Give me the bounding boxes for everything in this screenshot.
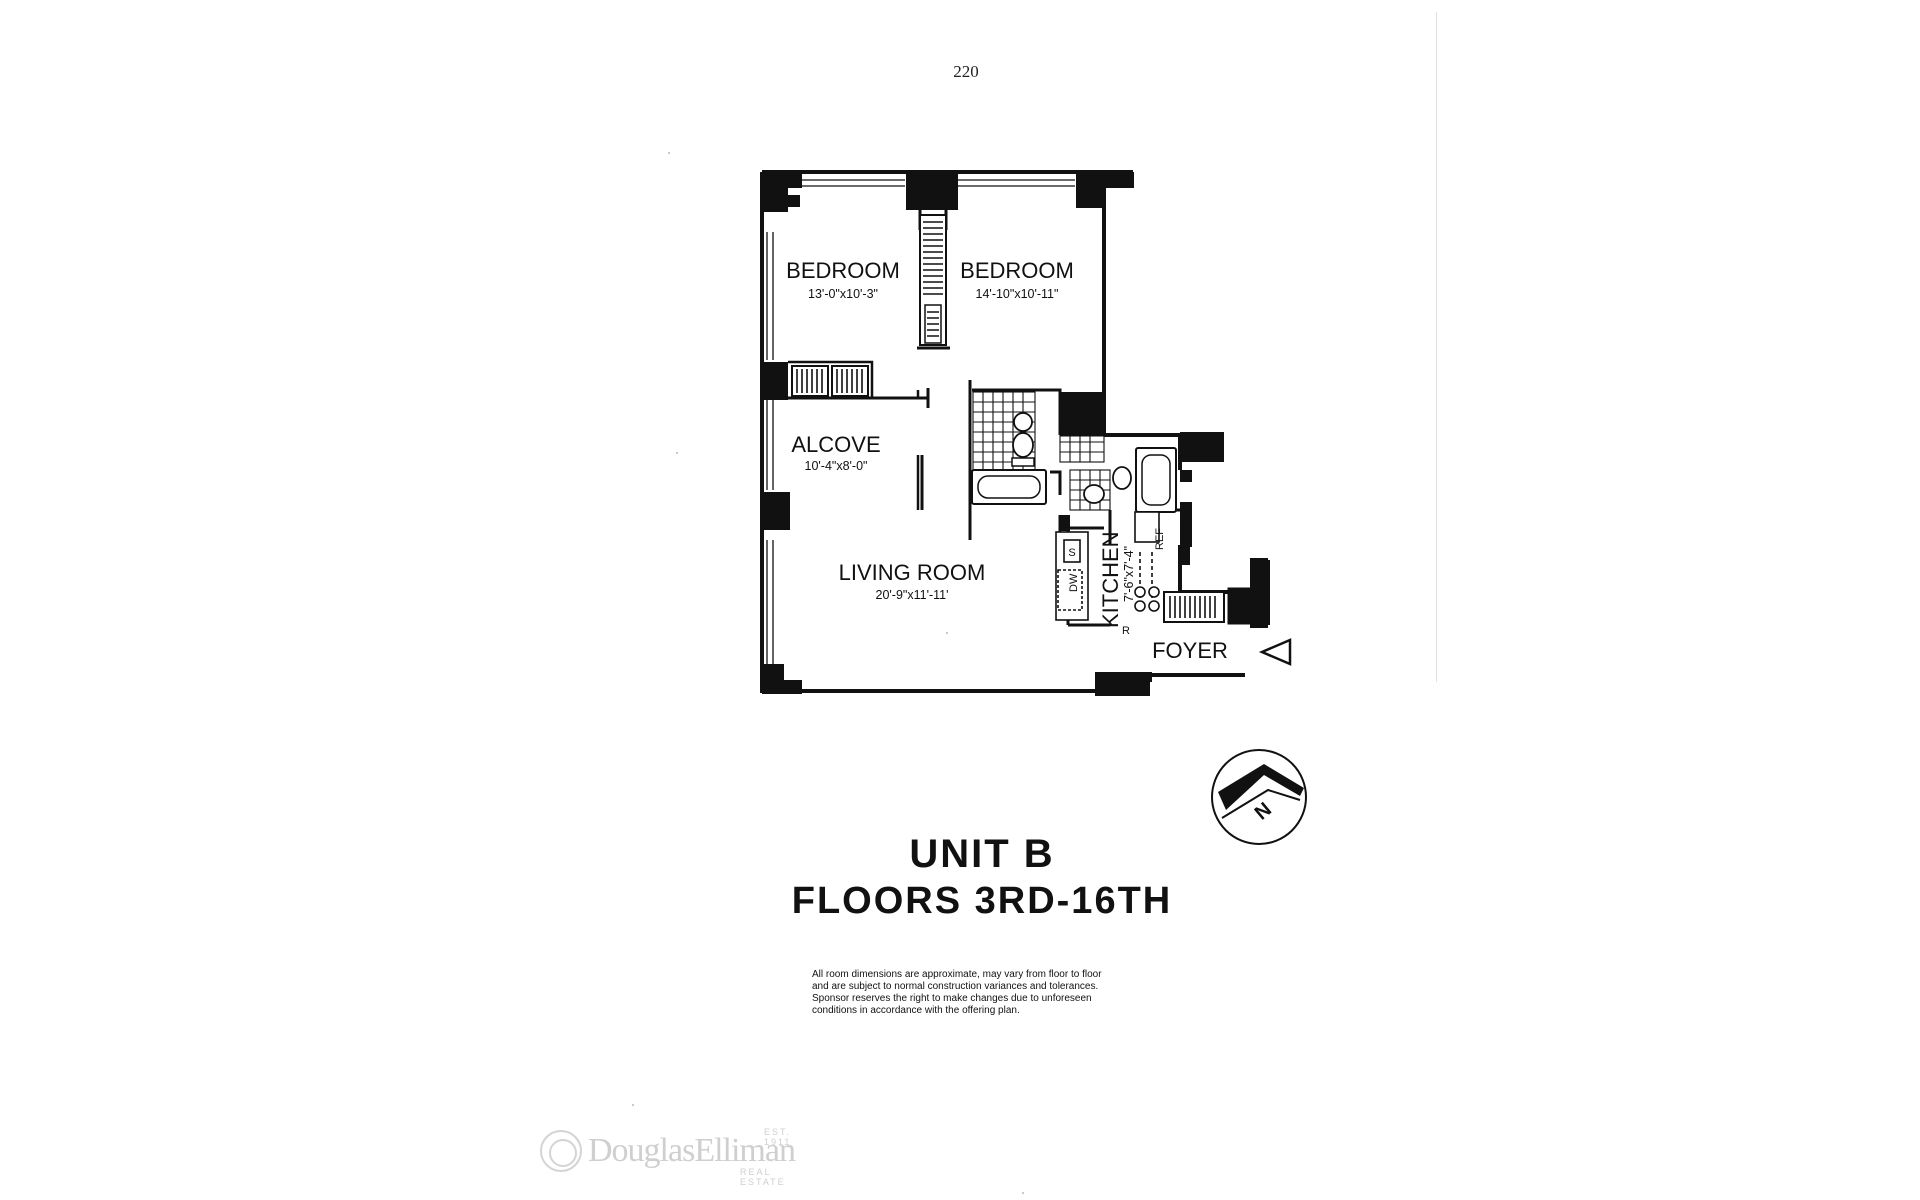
logo-tagline: REAL ESTATE xyxy=(740,1167,786,1187)
disclaimer: All room dimensions are approximate, may… xyxy=(812,969,1152,1017)
bedroom-left-label: BEDROOM xyxy=(786,258,900,283)
entry-arrow-icon xyxy=(1258,638,1292,666)
bedroom-right-dims: 14'-10"x10'-11" xyxy=(976,287,1059,301)
logo-wordmark: DouglasElliman xyxy=(588,1132,796,1169)
refrigerator-label: REF xyxy=(1154,528,1166,550)
living-room-label: LIVING ROOM xyxy=(839,560,986,585)
douglas-elliman-logo: DouglasElliman EST. 1911 REAL ESTATE xyxy=(536,1124,816,1187)
floors-title: FLOORS 3RD-16TH xyxy=(791,880,1173,922)
range-label: R xyxy=(1122,625,1130,637)
disclaimer-line: and are subject to normal construction v… xyxy=(812,981,1099,992)
kitchen-fixtures xyxy=(1055,511,1160,621)
structural-columns xyxy=(762,172,1268,696)
sink-label: S xyxy=(1068,547,1075,559)
scan-speck xyxy=(668,152,670,154)
bathroom-fixtures xyxy=(971,412,1177,513)
closet-shelving xyxy=(788,214,1251,625)
page-number: 220 xyxy=(953,62,979,81)
scan-speck xyxy=(946,632,948,634)
living-room-dims: 20'-9"x11'-11' xyxy=(876,588,949,602)
logo-mark-icon xyxy=(540,1130,582,1172)
disclaimer-line: conditions in accordance with the offeri… xyxy=(812,1005,1020,1016)
disclaimer-line: All room dimensions are approximate, may… xyxy=(812,969,1102,980)
alcove-dims: 10'-4"x8'-0" xyxy=(805,459,868,473)
alcove-label: ALCOVE xyxy=(791,432,880,457)
scan-speck xyxy=(1022,1192,1024,1194)
scan-speck xyxy=(632,1104,634,1106)
room-labels: BEDROOM 13'-0"x10'-3" BEDROOM 14'-10"x10… xyxy=(786,258,1228,663)
foyer-label: FOYER xyxy=(1152,638,1228,663)
logo-est: EST. 1911 xyxy=(764,1127,792,1147)
compass-icon: N xyxy=(1211,749,1307,845)
window-frames xyxy=(766,179,1075,665)
disclaimer-line: Sponsor reserves the right to make chang… xyxy=(812,993,1092,1004)
scan-edge-line xyxy=(1436,12,1437,682)
scan-speck xyxy=(676,452,678,454)
kitchen-label: KITCHEN xyxy=(1098,531,1123,628)
kitchen-dims: 7'-6"x7'-4" xyxy=(1122,546,1136,602)
bedroom-right-label: BEDROOM xyxy=(960,258,1074,283)
dishwasher-label: DW xyxy=(1068,573,1080,592)
unit-title: UNIT B xyxy=(909,832,1055,876)
bedroom-left-dims: 13'-0"x10'-3" xyxy=(808,287,878,301)
